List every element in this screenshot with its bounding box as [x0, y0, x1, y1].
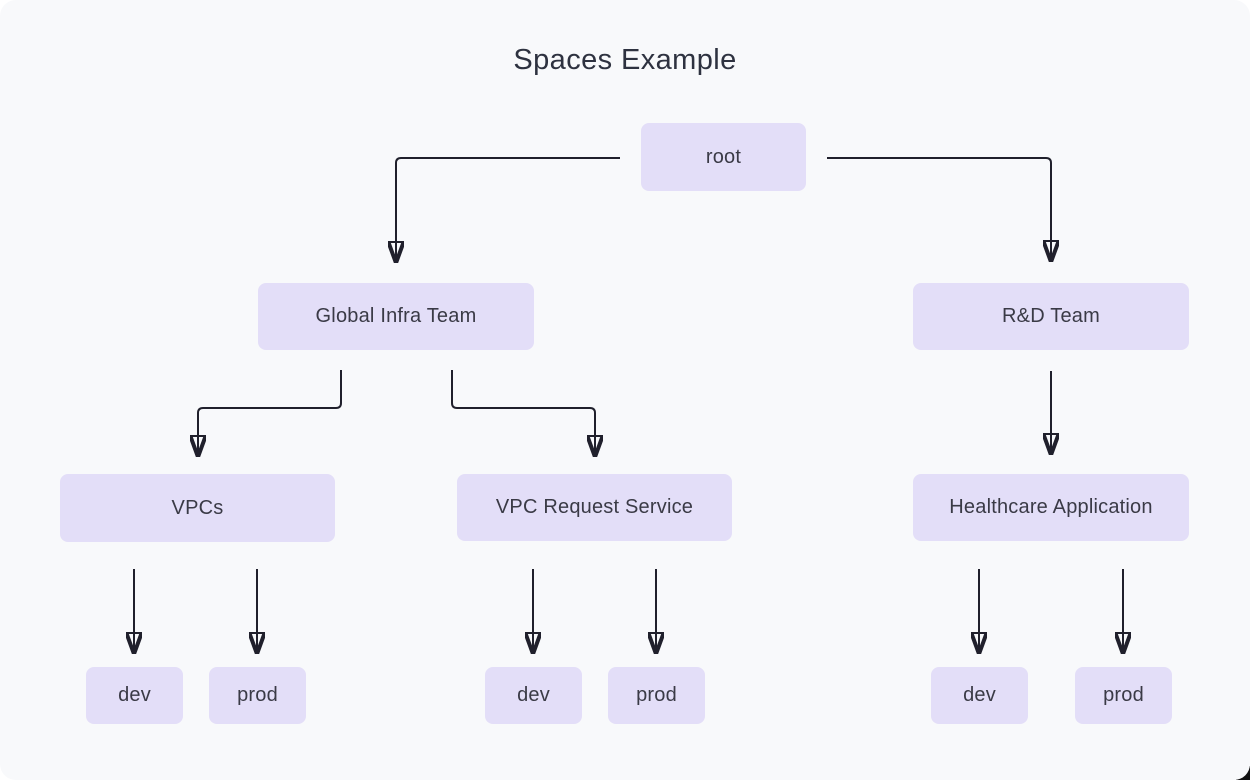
node-vpc-request-service-dev[interactable]: dev — [485, 667, 582, 724]
edge-root-to-global-infra-team — [396, 157, 620, 262]
node-vpcs-label: VPCs — [171, 496, 224, 519]
node-healthcare-application-prod-label: prod — [1103, 684, 1144, 706]
node-healthcare-application-dev[interactable]: dev — [931, 667, 1028, 724]
node-vpcs-dev[interactable]: dev — [86, 667, 183, 724]
node-healthcare-application-label: Healthcare Application — [949, 496, 1153, 518]
node-healthcare-application-prod[interactable]: prod — [1075, 667, 1172, 724]
node-vpcs-prod-label: prod — [237, 684, 278, 706]
node-root[interactable]: root — [641, 123, 806, 191]
edge-root-to-rd-team — [827, 157, 1051, 261]
node-vpcs[interactable]: VPCs — [60, 474, 335, 542]
node-healthcare-application-dev-label: dev — [963, 684, 996, 706]
edge-global-infra-team-to-vpc-request-service — [451, 370, 595, 456]
edge-global-infra-team-to-vpcs — [198, 370, 342, 456]
node-vpc-request-service-prod[interactable]: prod — [608, 667, 705, 724]
node-vpc-request-service-prod-label: prod — [636, 684, 677, 706]
node-vpc-request-service-dev-label: dev — [517, 684, 550, 706]
node-global-infra-team[interactable]: Global Infra Team — [258, 283, 534, 350]
node-vpc-request-service[interactable]: VPC Request Service — [457, 474, 732, 541]
node-vpcs-prod[interactable]: prod — [209, 667, 306, 724]
node-root-label: root — [705, 145, 742, 168]
diagram-title: Spaces Example — [513, 44, 737, 76]
node-rd-team[interactable]: R&D Team — [913, 283, 1189, 350]
node-rd-team-label: R&D Team — [1002, 305, 1100, 327]
node-vpcs-dev-label: dev — [118, 684, 151, 706]
node-vpc-request-service-label: VPC Request Service — [495, 496, 694, 518]
node-global-infra-team-label: Global Infra Team — [315, 305, 477, 327]
node-healthcare-application[interactable]: Healthcare Application — [913, 474, 1189, 541]
